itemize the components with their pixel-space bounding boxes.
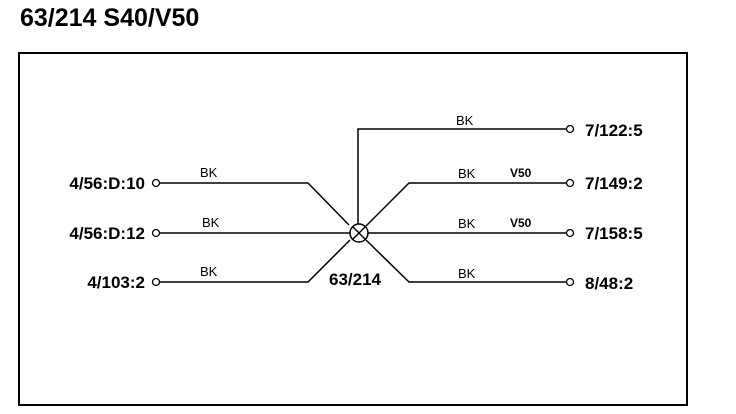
- splice-symbol: [349, 223, 369, 243]
- wire-color-left-2: BK: [202, 215, 220, 230]
- terminal-right-2[interactable]: [565, 178, 575, 188]
- left-wire-1: [159, 182, 350, 226]
- wire-color-right-4: BK: [458, 266, 476, 281]
- connector-label-right-2: 7/149:2: [585, 174, 643, 193]
- left-wire-3: [159, 239, 351, 283]
- wire-color-left-3: BK: [200, 264, 218, 279]
- terminal-left-1[interactable]: [151, 178, 161, 188]
- right-wire-4: [365, 239, 566, 283]
- connector-label-left-2: 4/56:D:12: [69, 224, 145, 243]
- terminal-left-3[interactable]: [151, 277, 161, 287]
- diagram-frame: [18, 52, 688, 406]
- right-wire-2: [365, 182, 566, 227]
- terminal-right-4[interactable]: [565, 277, 575, 287]
- connector-label-right-4: 8/48:2: [585, 274, 633, 293]
- terminal-left-2[interactable]: [151, 228, 161, 238]
- connector-label-right-1: 7/122:5: [585, 121, 643, 140]
- wire-color-right-1: BK: [456, 113, 474, 128]
- right-wire-1: [357, 128, 566, 224]
- option-label-right-2: V50: [510, 166, 532, 180]
- page-title: 63/214 S40/V50: [20, 4, 200, 32]
- terminal-right-3[interactable]: [565, 228, 575, 238]
- wire-color-right-3: BK: [458, 216, 476, 231]
- connector-label-left-1: 4/56:D:10: [69, 174, 145, 193]
- option-label-right-3: V50: [510, 216, 532, 230]
- wire-color-left-1: BK: [200, 165, 218, 180]
- wire-color-right-2: BK: [458, 166, 476, 181]
- connector-label-left-3: 4/103:2: [87, 273, 145, 292]
- connector-label-right-3: 7/158:5: [585, 224, 643, 243]
- splice-label: 63/214: [329, 270, 382, 289]
- terminal-right-1[interactable]: [565, 124, 575, 134]
